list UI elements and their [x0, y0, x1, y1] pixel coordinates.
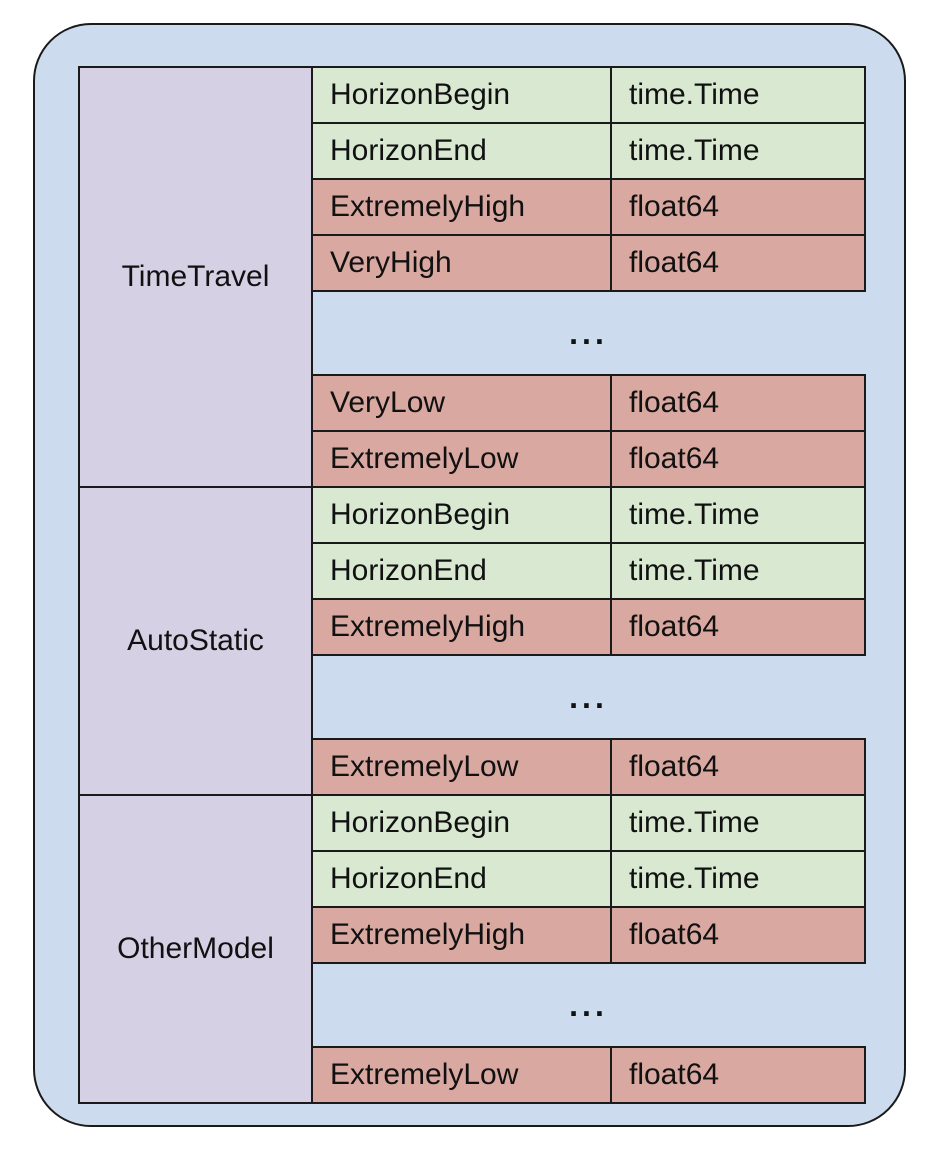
- model-name-cell: TimeTravel: [78, 66, 313, 488]
- field-name-label: HorizonEnd: [330, 862, 487, 895]
- outer-rounded-box: TimeTravel HorizonBegin time.Time Horizo…: [33, 23, 906, 1127]
- field-name-cell: ExtremelyHigh: [311, 906, 612, 964]
- field-name-label: HorizonBegin: [330, 498, 511, 531]
- model-name-label: TimeTravel: [121, 260, 270, 293]
- field-name-cell: VeryHigh: [311, 234, 612, 292]
- field-row: HorizonEnd time.Time: [311, 850, 866, 908]
- field-type-label: float64: [629, 1058, 720, 1091]
- field-type-label: time.Time: [629, 554, 760, 587]
- model-section: TimeTravel HorizonBegin time.Time Horizo…: [78, 66, 868, 488]
- ellipsis-label: ...: [569, 314, 608, 351]
- field-type-label: float64: [629, 190, 720, 223]
- field-row: ExtremelyLow float64: [311, 430, 866, 488]
- field-name-label: ExtremelyHigh: [330, 918, 526, 951]
- field-type-cell: time.Time: [610, 122, 866, 180]
- field-type-cell: float64: [610, 1046, 866, 1104]
- field-name-cell: ExtremelyLow: [311, 738, 612, 796]
- field-type-label: time.Time: [629, 134, 760, 167]
- field-row: ExtremelyLow float64: [311, 738, 866, 796]
- field-type-label: float64: [629, 918, 720, 951]
- field-row: ExtremelyLow float64: [311, 1046, 866, 1104]
- field-type-cell: float64: [610, 598, 866, 656]
- field-name-cell: ExtremelyLow: [311, 430, 612, 488]
- field-name-cell: HorizonEnd: [311, 122, 612, 180]
- field-name-cell: ExtremelyLow: [311, 1046, 612, 1104]
- field-row: VeryHigh float64: [311, 234, 866, 292]
- field-name-label: VeryHigh: [330, 246, 452, 279]
- field-type-label: time.Time: [629, 498, 760, 531]
- field-type-cell: time.Time: [610, 850, 866, 908]
- field-name-cell: ExtremelyHigh: [311, 178, 612, 236]
- field-row: HorizonBegin time.Time: [311, 794, 866, 852]
- ellipsis-row: ...: [311, 290, 866, 376]
- field-name-cell: VeryLow: [311, 374, 612, 432]
- field-name-cell: HorizonBegin: [311, 794, 612, 852]
- field-type-label: float64: [629, 442, 720, 475]
- model-table: TimeTravel HorizonBegin time.Time Horizo…: [78, 66, 868, 1104]
- field-name-label: ExtremelyLow: [330, 750, 519, 783]
- ellipsis-label: ...: [569, 986, 608, 1023]
- field-type-cell: time.Time: [610, 542, 866, 600]
- field-type-cell: float64: [610, 374, 866, 432]
- model-name-cell: OtherModel: [78, 794, 313, 1104]
- field-type-cell: float64: [610, 906, 866, 964]
- field-type-cell: time.Time: [610, 66, 866, 124]
- field-rows: HorizonBegin time.Time HorizonEnd time.T…: [311, 794, 866, 1104]
- model-name-cell: AutoStatic: [78, 486, 313, 796]
- field-row: VeryLow float64: [311, 374, 866, 432]
- field-type-cell: float64: [610, 430, 866, 488]
- field-name-label: ExtremelyHigh: [330, 610, 526, 643]
- field-name-label: ExtremelyLow: [330, 442, 519, 475]
- field-row: HorizonBegin time.Time: [311, 486, 866, 544]
- field-name-label: ExtremelyLow: [330, 1058, 519, 1091]
- field-type-label: float64: [629, 610, 720, 643]
- field-name-label: HorizonBegin: [330, 806, 511, 839]
- field-type-label: time.Time: [629, 862, 760, 895]
- model-name-label: OtherModel: [117, 932, 274, 965]
- field-name-label: HorizonBegin: [330, 78, 511, 111]
- field-type-label: time.Time: [629, 78, 760, 111]
- field-name-cell: ExtremelyHigh: [311, 598, 612, 656]
- field-name-label: ExtremelyHigh: [330, 190, 526, 223]
- model-section: OtherModel HorizonBegin time.Time Horizo…: [78, 794, 868, 1104]
- field-type-cell: float64: [610, 234, 866, 292]
- field-type-cell: time.Time: [610, 794, 866, 852]
- field-type-label: float64: [629, 246, 720, 279]
- field-name-cell: HorizonBegin: [311, 66, 612, 124]
- field-row: HorizonEnd time.Time: [311, 542, 866, 600]
- field-row: ExtremelyHigh float64: [311, 906, 866, 964]
- field-rows: HorizonBegin time.Time HorizonEnd time.T…: [311, 486, 866, 796]
- field-row: ExtremelyHigh float64: [311, 178, 866, 236]
- field-row: HorizonBegin time.Time: [311, 66, 866, 124]
- field-type-label: float64: [629, 750, 720, 783]
- field-name-label: VeryLow: [330, 386, 446, 419]
- field-type-label: time.Time: [629, 806, 760, 839]
- field-name-cell: HorizonEnd: [311, 542, 612, 600]
- field-rows: HorizonBegin time.Time HorizonEnd time.T…: [311, 66, 866, 488]
- field-type-label: float64: [629, 386, 720, 419]
- field-name-cell: HorizonEnd: [311, 850, 612, 908]
- ellipsis-label: ...: [569, 678, 608, 715]
- field-row: ExtremelyHigh float64: [311, 598, 866, 656]
- field-type-cell: time.Time: [610, 486, 866, 544]
- ellipsis-row: ...: [311, 962, 866, 1048]
- field-name-label: HorizonEnd: [330, 554, 487, 587]
- model-section: AutoStatic HorizonBegin time.Time Horizo…: [78, 486, 868, 796]
- ellipsis-row: ...: [311, 654, 866, 740]
- field-name-label: HorizonEnd: [330, 134, 487, 167]
- field-type-cell: float64: [610, 738, 866, 796]
- field-row: HorizonEnd time.Time: [311, 122, 866, 180]
- field-name-cell: HorizonBegin: [311, 486, 612, 544]
- model-name-label: AutoStatic: [127, 624, 264, 657]
- field-type-cell: float64: [610, 178, 866, 236]
